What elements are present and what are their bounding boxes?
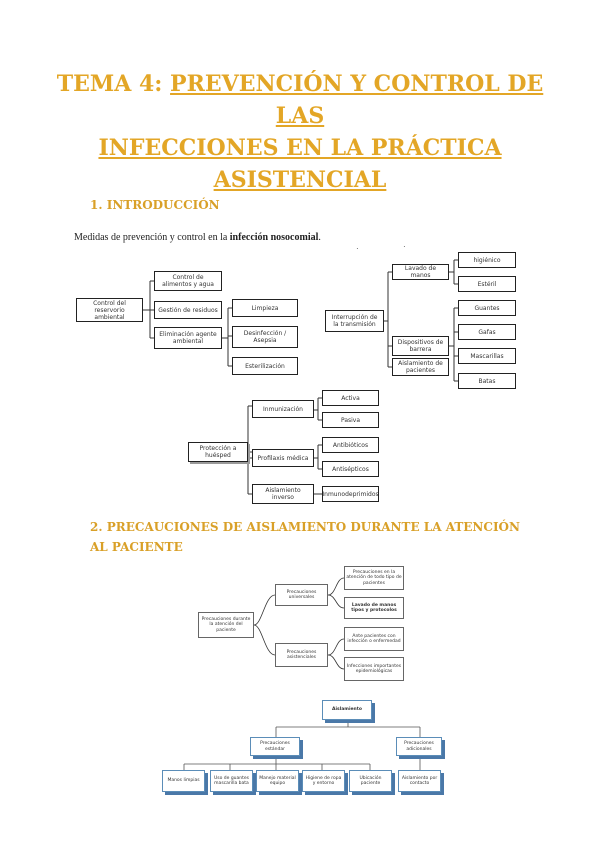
d2-higienico: higiénico	[458, 252, 516, 268]
d5-aislamiento-contacto: Aislamiento por contacto	[398, 770, 441, 792]
d2-aislamiento-pacientes: Aislamiento de pacientes	[392, 358, 449, 376]
intro-text-end: .	[318, 232, 321, 243]
d5-manos-limpias: Manos limpias	[162, 770, 205, 792]
d3-profilaxis-medica: Profilaxis médica	[252, 449, 314, 467]
d2-lavado-manos: Lavado de manos	[392, 264, 449, 280]
d5-aislamiento: Aislamiento	[322, 700, 372, 720]
d5-precauciones-adicionales: Precauciones adicionales	[396, 737, 442, 756]
d3-antisepticos: Antisépticos	[322, 461, 379, 477]
d1-eliminacion-agente: Eliminación agente ambiental	[154, 327, 222, 349]
d2-gafas: Gafas	[458, 324, 516, 340]
d1-esterilizacion: Esterilización	[232, 357, 298, 375]
title-prefix: TEMA 4:	[56, 71, 171, 97]
d5-manejo-material: Manejo material equipo	[256, 770, 299, 792]
d3-antibioticos: Antibióticos	[322, 437, 379, 453]
d3-pasiva: Pasiva	[322, 412, 379, 428]
d4-precauciones-asistenciales: Precauciones asistenciales	[275, 643, 328, 667]
intro-text: Medidas de prevención y control en la in…	[74, 232, 321, 243]
d3-proteccion-huesped: Protección a huésped	[188, 442, 248, 462]
section-2-heading: 2. PRECAUCIONES DE AISLAMIENTO DURANTE L…	[90, 520, 520, 554]
d4-universales-lavado: Lavado de manos tipos y protocolos	[344, 597, 404, 619]
title-line-3: ASISTENCIAL	[213, 167, 387, 193]
d4-precauciones-atencion: Precauciones durante la atención del pac…	[198, 612, 254, 638]
d3-inmunizacion: Inmunización	[252, 400, 314, 418]
d4-precauciones-universales: Precauciones universales	[275, 584, 328, 606]
title-line-2: INFECCIONES EN LA PRÁCTICA	[98, 135, 502, 161]
d4-asistenciales-infeccion: Ante pacientes con infección o enfermeda…	[344, 627, 404, 651]
d3-activa: Activa	[322, 390, 379, 406]
d4-universales-atencion: Precauciones en la atención de todo tipo…	[344, 566, 404, 590]
intro-text-body: Medidas de prevención y control en la	[74, 232, 230, 243]
section-1-heading: 1. INTRODUCCIÓN	[90, 198, 220, 212]
d1-control-alimentos: Control de alimentos y agua	[154, 271, 222, 291]
d1-desinfeccion: Desinfección / Asepsia	[232, 326, 298, 348]
dot-mark: ·	[356, 244, 359, 253]
d2-guantes: Guantes	[458, 300, 516, 316]
dot-mark: ·	[403, 242, 406, 251]
d3-aislamiento-inverso: Aislamiento inverso	[252, 484, 314, 504]
d1-gestion-residuos: Gestión de residuos	[154, 301, 222, 319]
d3-inmunodeprimidos: Inmunodeprimidos	[322, 486, 379, 502]
page-title: TEMA 4: PREVENCIÓN Y CONTROL DE LAS INFE…	[40, 68, 560, 196]
d4-asistenciales-epidemiologicas: Infecciones importantes epidemiológicas	[344, 657, 404, 681]
title-line-1: PREVENCIÓN Y CONTROL DE LAS	[170, 71, 544, 129]
d2-dispositivos-barrera: Dispositivos de barrera	[392, 336, 449, 356]
d2-esteril: Estéril	[458, 276, 516, 292]
d5-precauciones-estandar: Precauciones estándar	[250, 737, 300, 756]
d5-higiene-ropa: Higiene de ropa y entorno	[302, 770, 345, 792]
d2-interrupcion-transmision: Interrupción de la transmisión	[325, 310, 384, 332]
d5-ubicacion-paciente: Ubicación paciente	[349, 770, 392, 792]
d1-limpieza: Limpieza	[232, 299, 298, 317]
d5-uso-guantes: Uso de guantes mascarilla bata	[210, 770, 253, 792]
d2-mascarillas: Mascarillas	[458, 348, 516, 364]
d2-batas: Batas	[458, 373, 516, 389]
intro-text-bold: infección nosocomial	[229, 232, 319, 243]
d1-control-reservorio: Control del reservorio ambiental	[76, 298, 143, 322]
